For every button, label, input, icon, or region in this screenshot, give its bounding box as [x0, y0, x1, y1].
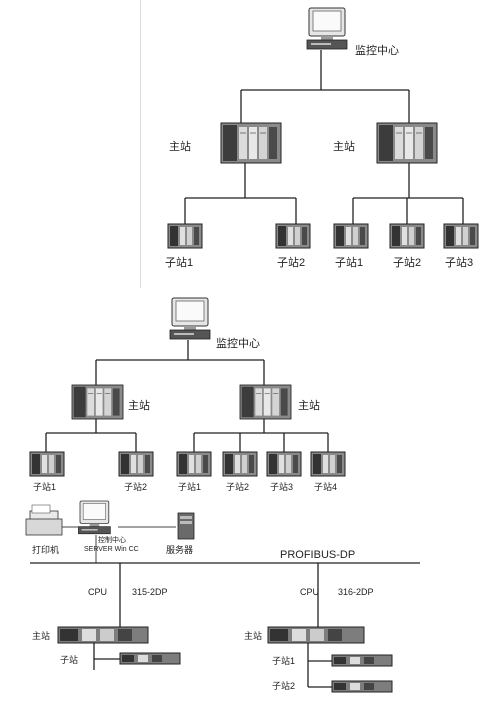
substation-plc-icon [118, 451, 154, 477]
master-station-plc-icon [239, 384, 292, 420]
substation-plc-icon [331, 654, 393, 667]
master-station-plc-icon [220, 122, 282, 164]
monitor-center-label: 监控中心 [216, 338, 260, 350]
substation-plc-icon [331, 680, 393, 693]
printer-icon [25, 504, 63, 536]
control-center-computer-icon [78, 500, 111, 535]
master-station-plc-icon [376, 122, 438, 164]
cpu-model-label: 316-2DP [338, 587, 374, 597]
substation-plc-icon [176, 451, 212, 477]
substation-label: 子站4 [314, 482, 338, 492]
topology-diagram-2: 监控中心 主站 主站 子站1 子站2 子站1 子站2 子站3 子站4 [0, 290, 500, 495]
substation-plc-icon [266, 451, 302, 477]
master-station-plc-icon [57, 626, 149, 644]
substation-label: 子站2 [277, 257, 306, 269]
cpu-model-label: 315-2DP [132, 587, 168, 597]
substation-label: 子站2 [393, 257, 422, 269]
substation-label: 子站1 [33, 482, 57, 492]
substation-plc-icon [29, 451, 65, 477]
topology-diagram-1: 监控中心 主站 主站 子站1 子站2 子站1 子站2 子站3 [140, 0, 500, 288]
master-station-label: 主站 [298, 400, 320, 412]
substation-label: 子站3 [270, 482, 294, 492]
substation-plc-icon [222, 451, 258, 477]
substation-label: 子站1 [165, 257, 194, 269]
master-station-plc-icon [71, 384, 124, 420]
substation-plc-icon [275, 223, 311, 249]
master-station-label: 主站 [244, 631, 263, 641]
substation-label: 子站3 [445, 257, 474, 269]
substation-plc-icon [389, 223, 425, 249]
diagram-3-graphics [25, 500, 420, 693]
master-station-label: 主站 [32, 631, 51, 641]
substation-plc-icon [333, 223, 369, 249]
profibus-network-diagram: 打印机 控制中心 SERVER Win CC 服务器 PROFIBUS-DP C… [0, 495, 500, 712]
master-station-label: 主站 [128, 400, 150, 412]
server-software-label: SERVER Win CC [84, 546, 139, 553]
monitor-center-computer-icon [169, 297, 211, 340]
diagram-1-graphics [167, 7, 479, 249]
master-station-label: 主站 [169, 141, 191, 153]
control-center-label: 控制中心 [98, 537, 126, 544]
printer-label: 打印机 [32, 545, 60, 555]
substation-plc-icon [310, 451, 346, 477]
substation-label: 子站1 [178, 482, 202, 492]
master-station-label: 主站 [333, 141, 355, 153]
substation-plc-icon [443, 223, 479, 249]
diagram-2-graphics [29, 297, 346, 477]
profibus-label: PROFIBUS-DP [280, 549, 356, 561]
cpu-label: CPU [88, 587, 108, 597]
substation-label: 子站2 [124, 482, 148, 492]
substation-label: 子站2 [226, 482, 250, 492]
server-label: 服务器 [166, 545, 194, 555]
substation-label: 子站 [60, 655, 79, 665]
substation-label: 子站1 [272, 656, 296, 666]
substation-label: 子站1 [335, 257, 364, 269]
server-icon [177, 512, 195, 540]
substation-plc-icon [119, 652, 181, 665]
monitor-center-computer-icon [306, 7, 348, 50]
master-station-plc-icon [267, 626, 365, 644]
cpu-label: CPU [300, 587, 320, 597]
substation-plc-icon [167, 223, 203, 249]
substation-label: 子站2 [272, 681, 296, 691]
monitor-center-label: 监控中心 [355, 45, 399, 57]
